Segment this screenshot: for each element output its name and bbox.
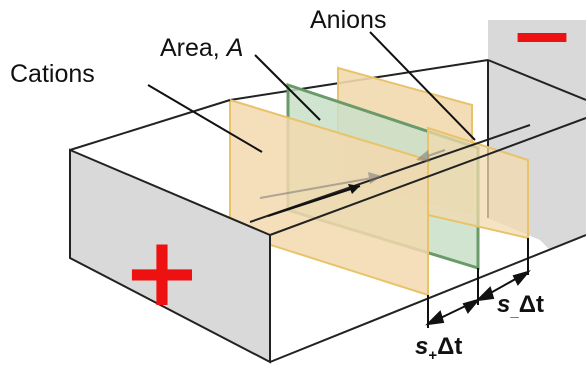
area-label-prefix: Area, bbox=[160, 34, 227, 62]
area-symbol: A bbox=[225, 34, 244, 62]
cation-motion-arrow bbox=[259, 172, 382, 199]
area-label: Area, A bbox=[160, 34, 243, 62]
negative-sign: − bbox=[509, 0, 574, 81]
cations-label: Cations bbox=[10, 60, 95, 88]
cation-distance-symbol: s bbox=[415, 333, 428, 360]
label-leaders bbox=[147, 31, 476, 153]
anion-distance-delta: Δt bbox=[519, 291, 544, 318]
cation-distance-label: s+Δt bbox=[415, 333, 462, 364]
center-axis bbox=[249, 124, 531, 223]
cation-distance-subscript: + bbox=[428, 347, 437, 364]
anion-distance-symbol: s bbox=[497, 291, 510, 318]
anion-distance-subscript: _ bbox=[509, 303, 519, 320]
positive-sign: + bbox=[122, 216, 202, 328]
anion-distance-label: s_Δt bbox=[497, 291, 544, 320]
dimension-markers bbox=[425, 238, 531, 328]
anion-motion-arrow bbox=[416, 149, 446, 162]
anions-label: Anions bbox=[310, 6, 386, 34]
cation-distance-delta: Δt bbox=[437, 333, 462, 360]
